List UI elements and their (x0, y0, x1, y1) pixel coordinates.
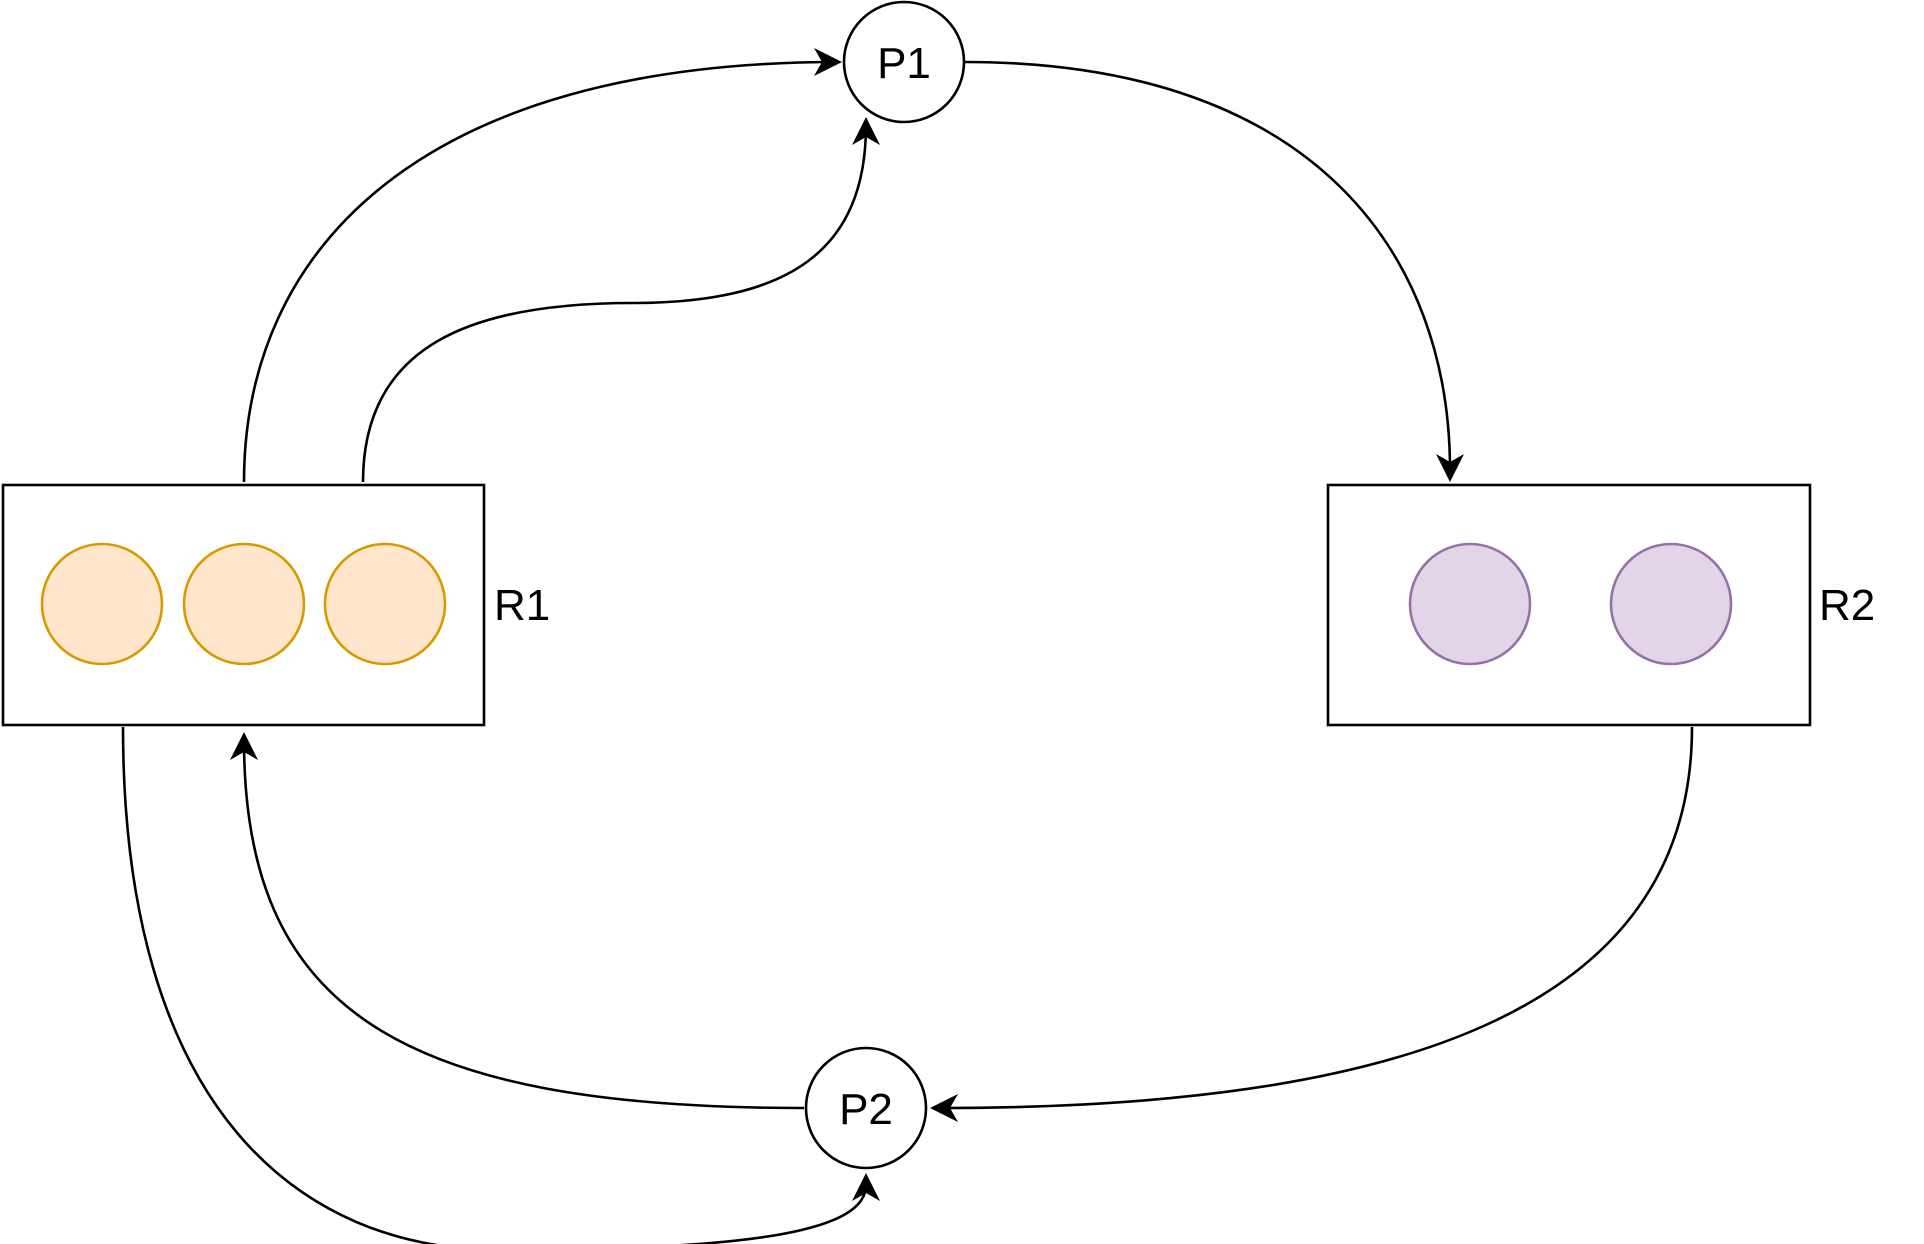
process-p2-label: P2 (839, 1085, 893, 1134)
process-p1-circle (842, 0, 966, 124)
resource-r2: R2 (1326, 483, 1875, 727)
edge-r2-to-p2 (939, 726, 1694, 1110)
edge-p2-to-r1 (242, 739, 805, 1110)
arrowhead-r1-bottom (230, 732, 258, 760)
resource-r2-box (1326, 483, 1812, 727)
process-p1: P1 (842, 0, 966, 124)
edge-r1-to-p1-inner (361, 124, 868, 483)
r2-instance-1 (1408, 542, 1532, 666)
edge-p1-to-r2 (964, 60, 1452, 471)
resource-r1-label: R1 (494, 581, 550, 630)
resource-r1: R1 (1, 483, 550, 727)
arrowhead-p2-bottom (852, 1173, 880, 1201)
r2-instance-2 (1609, 542, 1733, 666)
r1-instance-2 (182, 542, 306, 666)
r1-instance-3 (323, 542, 447, 666)
arrowhead-p1-left (814, 48, 842, 76)
resource-r2-label: R2 (1819, 581, 1875, 630)
process-p1-label: P1 (877, 39, 931, 88)
edge-r1-to-p2-lower (121, 726, 868, 1244)
r1-instance-1 (40, 542, 164, 666)
arrowhead-p2-right (930, 1094, 958, 1122)
arrowhead-p1-bottom (852, 117, 880, 145)
edge-r1-to-p1-outer (242, 60, 839, 483)
process-p2: P2 (804, 1046, 928, 1170)
arrowhead-r2-top (1436, 454, 1464, 482)
process-p2-circle (804, 1046, 928, 1170)
